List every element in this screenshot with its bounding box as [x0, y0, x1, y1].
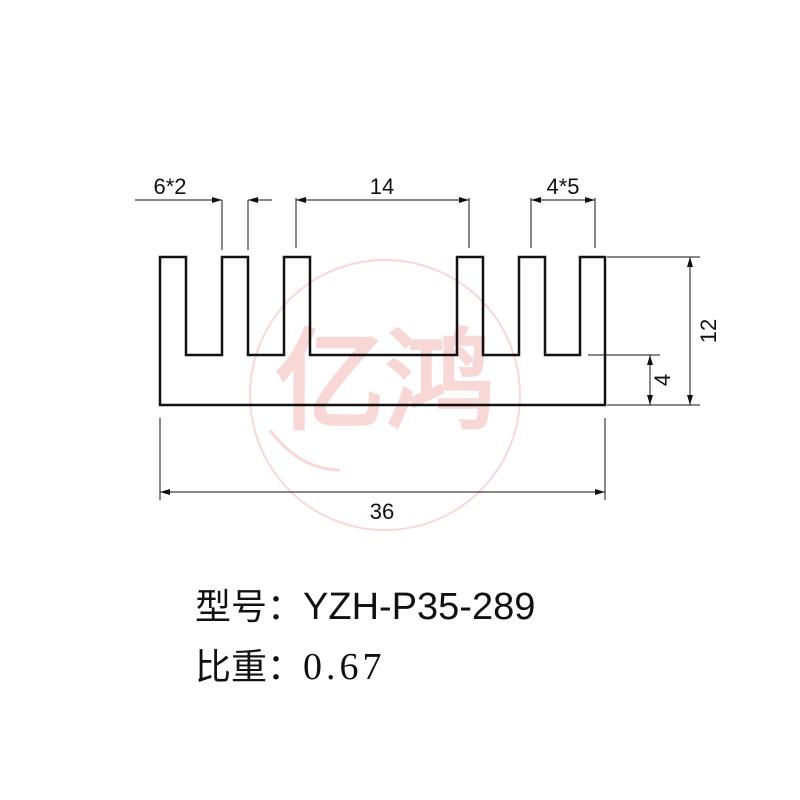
model-label: 型号： — [195, 587, 304, 628]
dimension-label-base-height: 4 — [650, 374, 675, 386]
model-line: 型号：YZH-P35-289 — [195, 578, 535, 630]
dimension-label-right-spacing: 4*5 — [546, 174, 579, 199]
dimension-center-gap — [295, 197, 470, 248]
heatsink-profile-outline — [158, 255, 607, 407]
dimension-fin-spacing — [135, 197, 272, 250]
dimension-label-center-gap: 14 — [370, 174, 394, 199]
dimension-total-height — [607, 256, 700, 406]
watermark-text: 亿鸿 — [275, 318, 495, 446]
density-label: 比重： — [195, 647, 304, 688]
dimension-total-width — [159, 418, 606, 500]
dimension-right-spacing — [530, 197, 596, 248]
dimension-label-fin-spacing: 6*2 — [153, 174, 186, 199]
density-line: 比重：0.67 — [195, 638, 386, 690]
model-value: YZH-P35-289 — [303, 586, 536, 628]
dimension-label-total-height: 12 — [696, 319, 721, 343]
density-value: 0.67 — [303, 646, 386, 688]
dimension-label-total-width: 36 — [370, 499, 394, 524]
dimension-base-height — [588, 354, 660, 405]
watermark-logo: 亿鸿 — [249, 259, 521, 531]
